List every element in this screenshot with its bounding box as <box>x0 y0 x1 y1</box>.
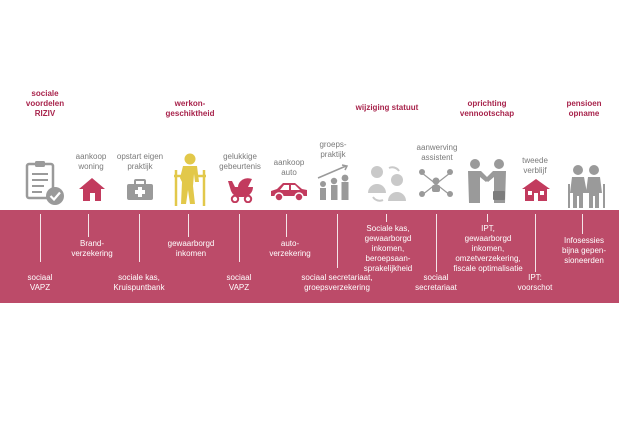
house-icon <box>79 178 105 201</box>
group-growth-icon <box>317 164 349 200</box>
connector-line <box>239 214 240 262</box>
connector-line <box>40 214 41 262</box>
connector-line <box>88 214 89 237</box>
connector-line <box>487 214 488 222</box>
injured-person-crutches-icon <box>174 153 206 206</box>
connector-line <box>582 214 583 234</box>
band-label-autoverzekering: auto-verzekering <box>269 239 311 258</box>
medical-kit-icon <box>127 179 153 200</box>
connector-line <box>139 214 140 262</box>
band-label-sociaal-secretariaat-groepsverzekering: sociaal secretariaat,groepsverzekering <box>301 273 373 292</box>
timeline-band <box>0 210 619 303</box>
second-home-icon <box>522 179 550 201</box>
connector-line <box>337 214 338 268</box>
band-label-ipt-voorschot: IPT:voorschot <box>517 273 553 292</box>
baby-stroller-icon <box>228 178 253 203</box>
label-groepspraktijk: groeps-praktijk <box>319 140 347 159</box>
network-people-icon <box>419 169 453 197</box>
label-werkongeschiktheid: werkon-geschiktheid <box>165 99 215 118</box>
people-exchange-icon <box>368 166 406 202</box>
band-label-kruispuntbank: sociale kas,Kruispuntbank <box>113 273 165 292</box>
connector-line <box>535 214 536 272</box>
clipboard-check-icon <box>25 161 64 205</box>
handshake-icon <box>468 159 506 203</box>
connector-line <box>436 214 437 272</box>
car-icon <box>271 183 307 202</box>
connector-line <box>386 214 387 222</box>
label-wijziging-statuut: wijziging statuut <box>355 103 419 112</box>
elderly-couple-icon <box>568 165 605 208</box>
connector-line <box>188 214 189 237</box>
connector-line <box>286 214 287 237</box>
band-label-brandverzekering: Brand-verzekering <box>71 239 113 258</box>
